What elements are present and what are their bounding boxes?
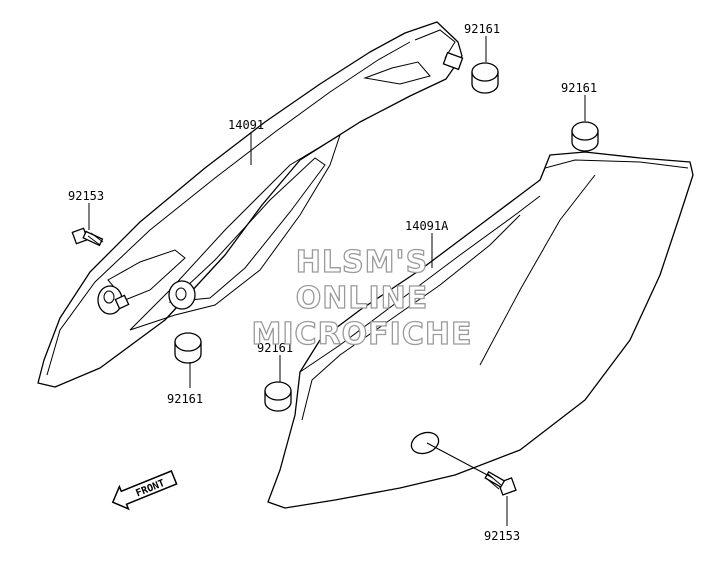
watermark-line-1: HLSM'S <box>296 245 428 280</box>
part-label-grommet-right: 92161 <box>561 81 597 95</box>
part-label-grommet-center: 92161 <box>257 341 293 355</box>
bolt-right <box>484 471 517 496</box>
watermark-line-3: MICROFICHE <box>252 317 473 352</box>
part-label-side-cover-right: 14091A <box>405 219 449 233</box>
part-label-bolt-left: 92153 <box>68 189 104 203</box>
part-label-bolt-right: 92153 <box>484 529 520 543</box>
part-label-grommet-left-lower: 92161 <box>167 392 203 406</box>
grommet-right <box>571 121 599 152</box>
front-arrow-icon <box>111 470 178 511</box>
grommet-left-lower <box>174 332 202 364</box>
grommet-center <box>264 381 292 412</box>
watermark-line-2: ONLINE <box>296 281 429 316</box>
side-cover-right <box>267 151 694 509</box>
watermark: HLSM'S ONLINE MICROFICHE <box>251 244 473 352</box>
part-label-side-cover-left: 14091 <box>228 118 264 132</box>
grommet-top <box>471 62 499 94</box>
part-label-grommet-top: 92161 <box>464 22 500 36</box>
front-arrow: FRONT <box>111 470 178 511</box>
bolt-left <box>71 227 104 247</box>
side-cover-left <box>37 21 464 388</box>
leader-lines <box>88 36 586 526</box>
